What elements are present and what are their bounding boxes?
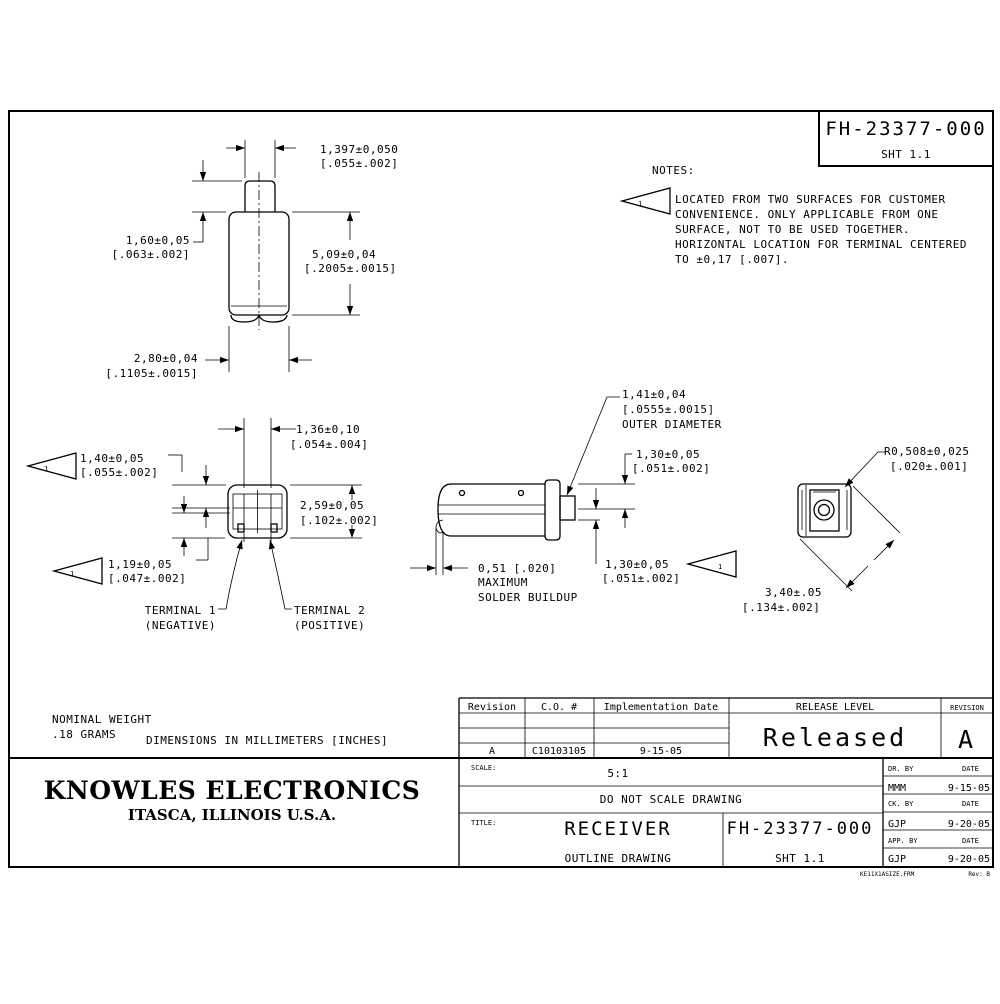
notes-block: NOTES: 1 LOCATED FROM TWO SURFACES FOR C… (619, 164, 967, 266)
note-line: CONVENIENCE. ONLY APPLICABLE FROM ONE (675, 208, 939, 221)
dimension-terminal-spacing-mm: 1,36±0,10 (296, 423, 360, 436)
drawn-date-label: DATE (962, 765, 979, 773)
units-note: DIMENSIONS IN MILLIMETERS [INCHES] (146, 734, 388, 747)
company-location: ITASCA, ILLINOIS U.S.A. (128, 806, 336, 824)
flag-number: 1 (44, 465, 48, 473)
dimension-nozzle-offset-mm: 1,30±0,05 (605, 558, 669, 571)
dimension-corner-radius-mm: R0,508±0,025 (884, 445, 969, 458)
drawn-by-name: MMM (888, 783, 906, 794)
revision-col-header: Revision (468, 702, 516, 713)
dimension-nozzle-width-in: [.055±.002] (320, 157, 398, 170)
notes-heading: NOTES: (652, 164, 695, 177)
approved-date: 9-20-05 (948, 854, 990, 865)
dimension-nozzle-width-mm: 1,397±0,050 (320, 143, 398, 156)
approved-date-label: DATE (962, 837, 979, 845)
dimension-solder-buildup: 0,51 [.020] (478, 562, 556, 575)
checked-by-label: CK. BY (888, 800, 914, 808)
dimension-terminal-spacing-in: [.054±.004] (290, 438, 368, 451)
dimension-body-width-in: [.1105±.0015] (105, 367, 198, 380)
drawing-number: FH-23377-000 (825, 118, 986, 140)
terminal-1-polarity: (NEGATIVE) (145, 619, 216, 632)
side-view: 1,41±0,04 [.0555±.0015] OUTER DIAMETER 1… (410, 388, 737, 604)
revision-value: A (958, 725, 976, 754)
note-line: LOCATED FROM TWO SURFACES FOR CUSTOMER (675, 193, 946, 206)
end-view: R0,508±0,025 [.020±.001] 3,40±.05 [.134±… (742, 445, 969, 614)
co-cell: C10103105 (532, 746, 586, 757)
revision-header: REVISION (950, 704, 984, 712)
title-sheet-number: SHT 1.1 (775, 852, 825, 865)
dimension-terminal-height-in: [.055±.002] (80, 466, 158, 479)
note-line: TO ±0,17 [.007]. (675, 253, 789, 266)
dimension-terminal-face-mm: 2,59±0,05 (300, 499, 364, 512)
nominal-weight-label: NOMINAL WEIGHT (52, 713, 152, 726)
checked-by-name: GJP (888, 819, 906, 830)
sheet-number: SHT 1.1 (881, 148, 931, 161)
approved-by-name: GJP (888, 854, 906, 865)
dimension-diagonal-mm: 3,40±.05 (765, 586, 822, 599)
checked-date-label: DATE (962, 800, 979, 808)
terminal-view: 1,36±0,10 [.054±.004] 1 1,40±0,05 [.055±… (25, 418, 378, 632)
front-view: 1,397±0,050 [.055±.002] 1,60±0,05 [.063±… (105, 140, 398, 380)
flag-note-icon (25, 452, 77, 480)
dimension-nozzle-offset-in: [.051±.002] (602, 572, 680, 585)
dimension-terminal-offset-mm: 1,19±0,05 (108, 558, 172, 571)
terminal-1-label: TERMINAL 1 (145, 604, 216, 617)
terminal-2-label: TERMINAL 2 (294, 604, 365, 617)
do-not-scale-warning: DO NOT SCALE DRAWING (600, 793, 742, 806)
checked-date: 9-20-05 (948, 819, 990, 830)
note-line: HORIZONTAL LOCATION FOR TERMINAL CENTERE… (675, 238, 967, 251)
form-rev-code: Rev: B (968, 871, 990, 878)
dimension-terminal-face-in: [.102±.002] (300, 514, 378, 527)
dimension-corner-radius-in: [.020±.001] (890, 460, 968, 473)
scale-label: SCALE: (471, 764, 496, 772)
terminal-2-polarity: (POSITIVE) (294, 619, 365, 632)
dimension-nozzle-height-side-in: [.051±.002] (632, 462, 710, 475)
company-name: KNOWLES ELECTRONICS (44, 776, 421, 805)
flag-note-icon (51, 557, 103, 585)
impl-date-col-header: Implementation Date (604, 702, 718, 713)
sheet-border (8, 110, 994, 868)
dimension-nozzle-height-side-mm: 1,30±0,05 (636, 448, 700, 461)
drawn-by-label: DR. BY (888, 765, 914, 773)
co-col-header: C.O. # (541, 702, 577, 713)
release-level-value: Released (763, 723, 907, 752)
dimension-terminal-height-mm: 1,40±0,05 (80, 452, 144, 465)
title-label: TITLE: (471, 819, 496, 827)
drawing-subtitle: OUTLINE DRAWING (565, 852, 672, 865)
dimension-solder-buildup-line3: SOLDER BUILDUP (478, 591, 578, 604)
approved-by-label: APP. BY (888, 837, 918, 845)
drawing-number-box: FH-23377-000 SHT 1.1 (818, 111, 993, 167)
note-line: SURFACE, NOT TO BE USED TOGETHER. (675, 223, 910, 236)
title-drawing-number: FH-23377-000 (727, 819, 874, 839)
flag-number: 1 (638, 200, 642, 208)
flag-note-icon (685, 550, 737, 578)
dimension-body-width-mm: 2,80±0,04 (134, 352, 198, 365)
dimension-diagonal-in: [.134±.002] (742, 601, 820, 614)
dimension-nozzle-height-in: [.063±.002] (112, 248, 190, 261)
flag-number: 1 (70, 570, 74, 578)
release-level-header: RELEASE LEVEL (796, 702, 874, 713)
drawn-date: 9-15-05 (948, 783, 990, 794)
impl-date-cell: 9-15-05 (640, 746, 682, 757)
form-file-name: KE11X1ASIZE.FRM (860, 871, 915, 878)
dimension-nozzle-od-in: [.0555±.0015] (622, 403, 715, 416)
dimension-solder-buildup-line2: MAXIMUM (478, 576, 528, 589)
scale-value: 5:1 (607, 767, 628, 780)
flag-number: 1 (718, 563, 722, 571)
revision-cell: A (489, 746, 495, 757)
dimension-body-height-in: [.2005±.0015] (304, 262, 397, 275)
drawing-title: RECEIVER (564, 818, 672, 840)
dimension-body-height-mm: 5,09±0,04 (312, 248, 376, 261)
dimension-nozzle-height-mm: 1,60±0,05 (126, 234, 190, 247)
flag-note-icon (619, 187, 671, 215)
dimension-nozzle-od-note: OUTER DIAMETER (622, 418, 722, 431)
dimension-nozzle-od-mm: 1,41±0,04 (622, 388, 686, 401)
title-block: KNOWLES ELECTRONICS ITASCA, ILLINOIS U.S… (9, 757, 993, 867)
nominal-weight-value: .18 GRAMS (52, 728, 116, 741)
dimension-terminal-offset-in: [.047±.002] (108, 572, 186, 585)
revision-table: Revision C.O. # Implementation Date A C1… (458, 697, 993, 758)
